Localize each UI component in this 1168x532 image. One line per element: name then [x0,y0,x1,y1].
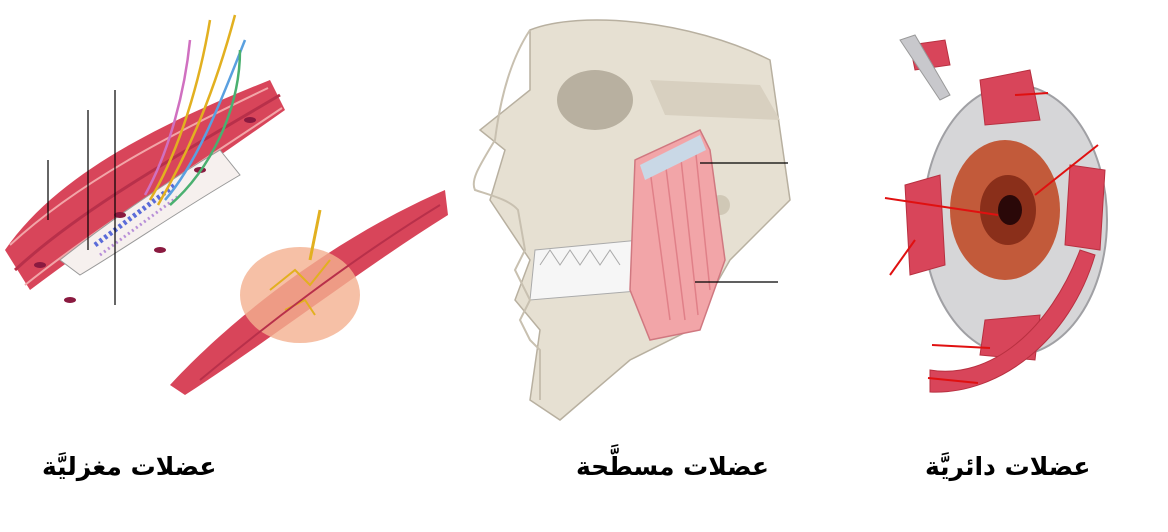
optic-nerve [899,34,951,101]
eye-muscles [904,39,1106,393]
spindle-muscle-figure [0,0,450,420]
flat-muscle-figure [470,0,810,440]
face-outline [472,29,541,400]
label-lines [695,162,788,283]
red-pointers [884,92,1099,384]
muscle-bundle-upper [5,80,285,303]
eyeball [922,84,1108,356]
caption-spindle-muscles: عضلات مغزليَّة [42,452,217,481]
muscle-bundle-lower [170,190,448,395]
nerve-fibers [143,14,247,206]
caption-circular-muscles: عضلات دائريَّة [925,452,1091,481]
label-lines [47,90,116,305]
caption-flat-muscles: عضلات مسطَّحة [576,452,769,481]
masseter-muscle [629,129,726,341]
circular-muscle-figure [870,0,1168,420]
